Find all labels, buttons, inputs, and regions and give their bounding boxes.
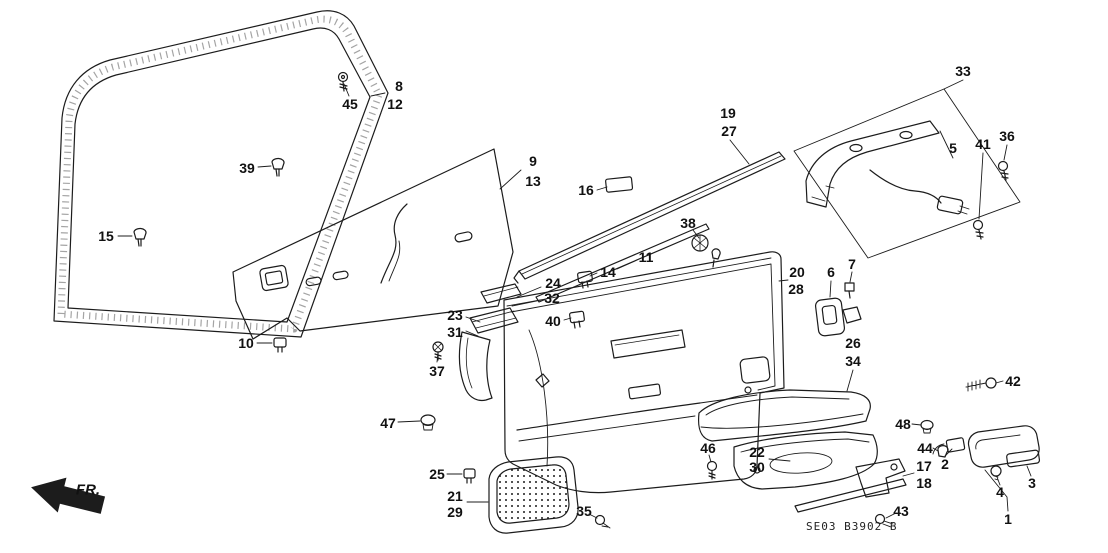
callout-23: 23 bbox=[447, 307, 463, 323]
callout-7: 7 bbox=[848, 256, 856, 272]
fr-direction-arrow bbox=[31, 477, 106, 514]
callout-2: 2 bbox=[941, 456, 949, 472]
callout-24: 24 bbox=[545, 275, 561, 291]
callout-12: 12 bbox=[387, 96, 403, 112]
bracket-assembly-frame bbox=[793, 88, 1021, 259]
callout-19: 19 bbox=[720, 105, 736, 121]
callout-36: 36 bbox=[999, 128, 1015, 144]
lamp-bulb bbox=[990, 465, 1002, 481]
callout-25: 25 bbox=[429, 466, 445, 482]
clip-25-icon bbox=[463, 468, 476, 484]
grommet-48-icon bbox=[920, 419, 934, 434]
screw-36-icon bbox=[997, 160, 1009, 181]
door-lining bbox=[503, 251, 785, 494]
callout-42: 42 bbox=[1005, 373, 1021, 389]
inner-weatherstrip bbox=[535, 223, 710, 303]
lamp-lens bbox=[1006, 449, 1041, 468]
screw-46-icon bbox=[706, 460, 718, 480]
callout-33: 33 bbox=[955, 63, 971, 79]
retainer-16 bbox=[605, 176, 634, 193]
speaker-lid bbox=[488, 456, 579, 534]
armrest bbox=[697, 389, 871, 442]
screw-35-icon bbox=[594, 514, 611, 529]
bracket-mount-screw-icon bbox=[972, 219, 984, 240]
callout-10: 10 bbox=[238, 335, 254, 351]
lamp-connector bbox=[932, 437, 966, 455]
callout-31: 31 bbox=[447, 324, 463, 340]
clip-39-icon bbox=[271, 157, 285, 177]
callout-20: 20 bbox=[789, 264, 805, 280]
callout-39: 39 bbox=[239, 160, 255, 176]
clip-7-icon bbox=[844, 282, 855, 299]
screw-43-icon bbox=[874, 513, 894, 528]
callout-34: 34 bbox=[845, 353, 861, 369]
callout-30: 30 bbox=[749, 459, 765, 475]
grommet-47-icon bbox=[420, 414, 436, 431]
callout-15: 15 bbox=[98, 228, 114, 244]
courtesy-lamp-housing bbox=[967, 425, 1040, 468]
callout-29: 29 bbox=[447, 504, 463, 520]
callout-9: 9 bbox=[529, 153, 537, 169]
callout-11: 11 bbox=[638, 249, 654, 265]
screw-42-icon bbox=[965, 377, 997, 392]
callout-4: 4 bbox=[996, 484, 1004, 500]
callout-41: 41 bbox=[975, 136, 991, 152]
callout-48: 48 bbox=[895, 416, 911, 432]
callout-44: 44 bbox=[917, 440, 933, 456]
door-molding bbox=[513, 151, 786, 284]
callout-26: 26 bbox=[845, 335, 861, 351]
door-weatherstrip bbox=[53, 10, 389, 338]
callout-27: 27 bbox=[721, 123, 737, 139]
callout-43: 43 bbox=[893, 503, 909, 519]
screw-37-icon bbox=[432, 341, 444, 361]
callout-18: 18 bbox=[916, 475, 932, 491]
callout-46: 46 bbox=[700, 440, 716, 456]
diagram-code: SE03 B3902 B bbox=[806, 520, 898, 533]
callout-22: 22 bbox=[749, 444, 765, 460]
callout-3: 3 bbox=[1028, 475, 1036, 491]
callout-13: 13 bbox=[525, 173, 541, 189]
armrest-base-bracket bbox=[458, 283, 522, 402]
callout-1: 1 bbox=[1004, 511, 1012, 527]
callout-17: 17 bbox=[916, 458, 932, 474]
callout-35: 35 bbox=[576, 503, 592, 519]
callout-32: 32 bbox=[544, 290, 560, 306]
screw-45-icon bbox=[337, 71, 349, 92]
grip-bracket bbox=[805, 120, 940, 208]
callout-45: 45 bbox=[342, 96, 358, 112]
callout-8: 8 bbox=[395, 78, 403, 94]
callout-28: 28 bbox=[788, 281, 804, 297]
sash-bracket bbox=[814, 297, 862, 337]
pocket-bracket bbox=[794, 458, 907, 513]
callout-5: 5 bbox=[949, 140, 957, 156]
clip-10-icon bbox=[273, 337, 287, 353]
callout-38: 38 bbox=[680, 215, 696, 231]
lamp-cord bbox=[869, 169, 970, 215]
callout-6: 6 bbox=[827, 264, 835, 280]
callout-14: 14 bbox=[600, 264, 616, 280]
clip-40-icon bbox=[569, 310, 585, 329]
leader-lines bbox=[117, 79, 1032, 519]
clip-15-icon bbox=[133, 227, 147, 247]
grommet-38-icon bbox=[691, 234, 721, 268]
trim-board-silhouette bbox=[232, 148, 514, 340]
callout-40: 40 bbox=[545, 313, 561, 329]
callout-21: 21 bbox=[447, 488, 463, 504]
callout-37: 37 bbox=[429, 363, 445, 379]
callout-16: 16 bbox=[578, 182, 594, 198]
callout-47: 47 bbox=[380, 415, 396, 431]
fr-direction-label: FR. bbox=[75, 481, 101, 499]
clip-44-icon bbox=[937, 445, 949, 458]
